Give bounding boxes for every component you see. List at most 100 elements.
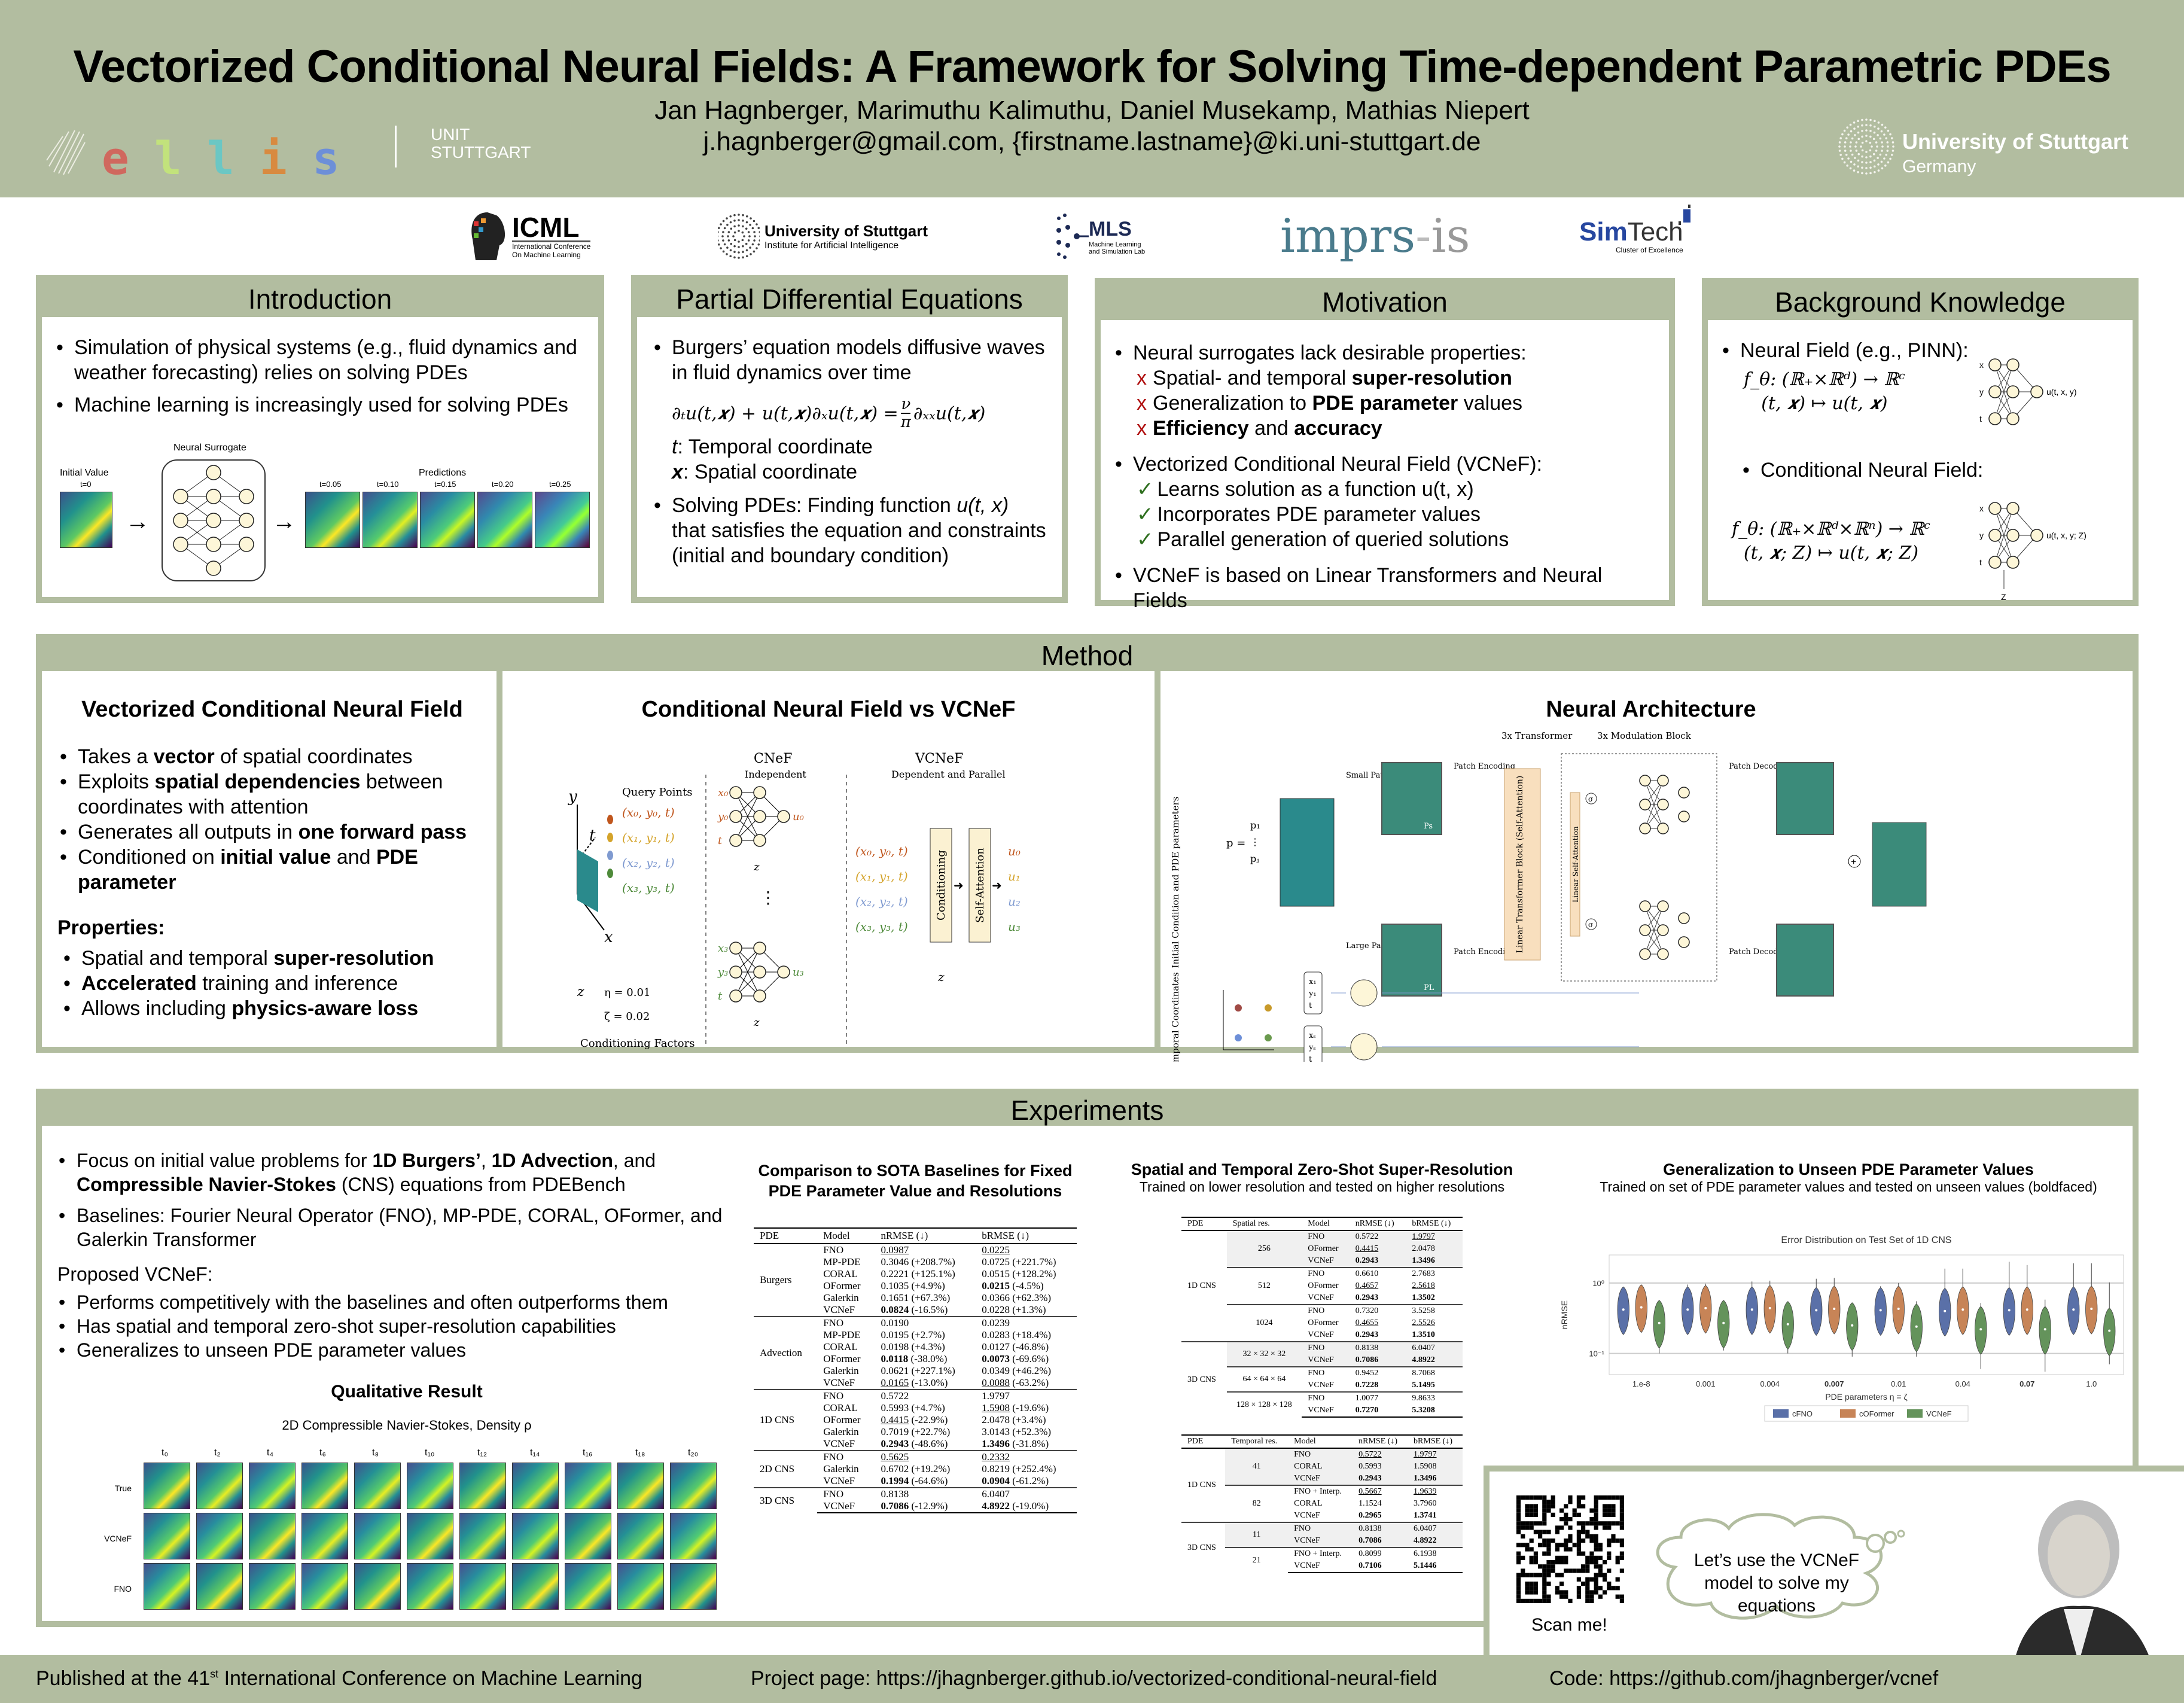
qr-module [1619, 1500, 1624, 1504]
proposed-bullet: Has spatial and temporal zero-shot super… [59, 1314, 730, 1338]
nrmse-cell: 0.5625 [875, 1450, 976, 1463]
logo-dot [753, 250, 756, 253]
logo-dot [1853, 163, 1856, 166]
net-node [2006, 529, 2019, 542]
logo-dot [1854, 134, 1856, 136]
qr-module [1619, 1539, 1624, 1543]
logo-dot [745, 215, 748, 218]
logo-dot [1857, 131, 1860, 134]
qr-code[interactable] [1516, 1495, 1624, 1603]
logo-dot [1860, 145, 1862, 148]
column-header: nRMSE (↓) [875, 1227, 976, 1244]
model-cell: CORAL [1288, 1461, 1353, 1473]
qr-module [1516, 1512, 1521, 1517]
qr-module [1529, 1598, 1534, 1603]
brmse-cell: 0.0228 (+1.3%) [976, 1304, 1077, 1317]
intro-bullet: Machine learning is increasingly used fo… [56, 392, 586, 418]
nrmse-pct: (+4.7%) [909, 1402, 945, 1413]
nrmse-pct: (-16.5%) [909, 1304, 948, 1315]
logo-dot [1846, 164, 1848, 167]
qualitative-field [565, 1513, 611, 1559]
mod-net-edge [1644, 780, 1664, 829]
qr-module [1521, 1495, 1525, 1500]
qr-module [1594, 1539, 1598, 1543]
pro-item: ✓Incorporates PDE parameter values [1113, 502, 1657, 527]
brmse-pct: (-19.6%) [1009, 1402, 1049, 1413]
brmse-pct: (-19.0%) [1009, 1500, 1049, 1512]
neural-surrogate-box [162, 459, 266, 581]
mod-net-node [1657, 900, 1669, 912]
brmse-pct: (+221.7%) [1009, 1256, 1056, 1268]
predictions-label: Predictions [419, 468, 467, 478]
qr-module [1607, 1543, 1612, 1547]
time-label: t₁₂ [477, 1448, 488, 1458]
logo-dot [738, 219, 740, 221]
con-bold: Efficiency [1153, 417, 1249, 440]
qr-module [1529, 1573, 1534, 1577]
logo-dot [1865, 162, 1868, 164]
qr-module [1598, 1555, 1603, 1560]
logo-dot [1847, 133, 1850, 136]
qr-module [1572, 1568, 1577, 1573]
sum-node [1848, 855, 1861, 868]
qr-module [1525, 1582, 1530, 1586]
qr-module [1542, 1512, 1547, 1517]
con-text: and [1248, 417, 1294, 440]
patch-stack [1381, 762, 1442, 835]
nrmse-value: 0.6702 [881, 1463, 909, 1474]
query-point-label: (x₀, y₀, t) [622, 805, 675, 819]
field-slice [577, 849, 598, 912]
qr-module [1576, 1594, 1581, 1599]
qr-module [1615, 1594, 1620, 1599]
qr-module [1607, 1508, 1612, 1513]
qr-module [1585, 1534, 1590, 1539]
logo-dot [729, 255, 732, 258]
project-page-link[interactable]: Project page: https://jhagnberger.github… [751, 1667, 1437, 1690]
qr-module [1538, 1573, 1543, 1577]
pro-item: ✓Parallel generation of queried solution… [1113, 527, 1657, 552]
nrmse-cell: 0.0165 (-13.0%) [875, 1377, 976, 1390]
qr-module [1594, 1517, 1598, 1522]
imprs-logo: imprs-is [1280, 209, 1470, 263]
column-header: Model [1288, 1434, 1353, 1449]
background-panel: Background Knowledge Neural Field (e.g.,… [1702, 278, 2139, 606]
qr-module [1607, 1521, 1612, 1526]
violin-median [1961, 1308, 1964, 1311]
nrmse-value: 0.0621 [881, 1365, 909, 1376]
qr-module [1542, 1504, 1547, 1509]
conditioning-block [930, 828, 952, 943]
qr-module [1564, 1521, 1568, 1526]
decoded-patch-stack [1776, 762, 1834, 835]
nrmse-cell: 0.2943 [1350, 1292, 1406, 1305]
qr-module [1516, 1495, 1521, 1500]
qr-module [1598, 1564, 1603, 1569]
qr-module [1615, 1495, 1620, 1500]
qr-module [1598, 1547, 1603, 1552]
brmse-value: 3.7960 [1414, 1499, 1437, 1508]
qr-module [1585, 1577, 1590, 1582]
code-link[interactable]: Code: https://github.com/jhagnberger/vcn… [1549, 1667, 1939, 1690]
brmse-value: 9.8633 [1412, 1394, 1435, 1403]
nrmse-cell: 0.7086 [1349, 1354, 1406, 1367]
brmse-cell: 9.8633 [1406, 1391, 1463, 1405]
brmse-pct: (-69.6%) [1009, 1353, 1049, 1364]
query-point-label: (x₃, y₃, t) [622, 881, 675, 895]
qr-module [1533, 1521, 1538, 1526]
qr-module [1581, 1521, 1586, 1526]
legend-swatch [1840, 1409, 1856, 1418]
qualitative-field [617, 1513, 664, 1559]
pde-cell: 2D CNS [754, 1450, 818, 1488]
qr-module [1525, 1504, 1530, 1509]
logo-dot [745, 249, 748, 252]
icml-logo: ICML International Conference On Machine… [467, 209, 591, 263]
introduction-heading: Introduction [42, 281, 598, 317]
violin-median [1815, 1309, 1818, 1312]
mod-net-edge [1644, 906, 1664, 955]
nrmse-cell: 0.2943 [1353, 1473, 1408, 1485]
brmse-cell: 1.5908 (-19.6%) [976, 1402, 1077, 1414]
attention-block-label: Self-Attention [974, 848, 986, 923]
z-label: z [753, 1016, 760, 1029]
